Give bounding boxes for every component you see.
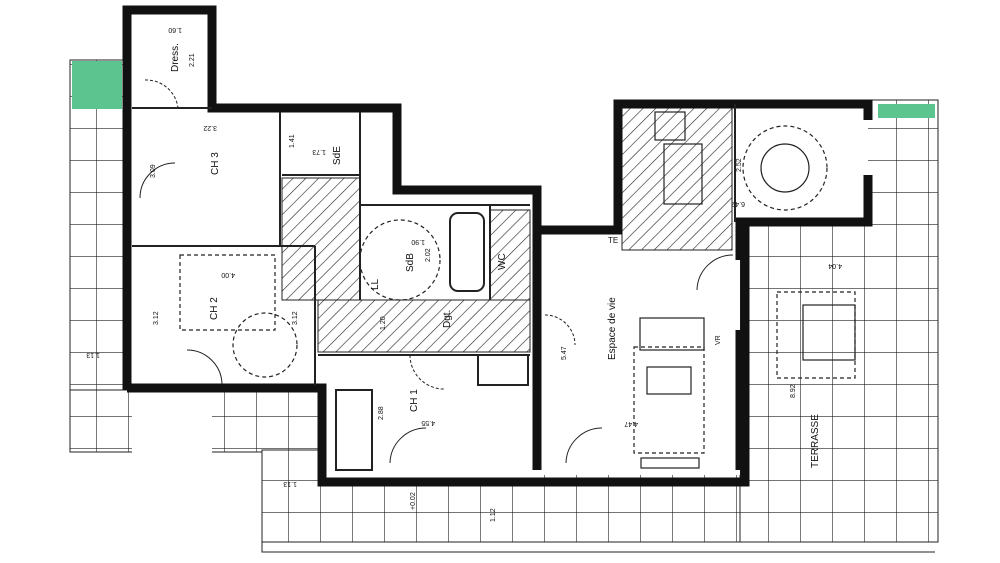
room-label-wc: WC [497, 253, 508, 270]
dim-dining-w: 6.42 [731, 200, 745, 207]
room-label-espace: Espace de vie [607, 297, 618, 360]
dining-table [760, 143, 810, 193]
dim-terrace-bottom: 1.12 [490, 508, 497, 522]
dim-espace-w: 4.47 [624, 420, 638, 427]
terrace-table [802, 304, 856, 361]
dim-ch3-h: 3.09 [150, 164, 157, 178]
dim-terrace-left-a: 1.13 [86, 351, 100, 358]
room-label-dress: Dress. [170, 43, 181, 72]
coffee-table [646, 366, 692, 395]
dim-dress-h: 2.21 [189, 53, 196, 67]
level-mark: +0.02 [410, 492, 417, 510]
room-label-dgt: Dgt. [442, 310, 453, 328]
room-label-ch2: CH 2 [209, 297, 220, 320]
partitions [132, 104, 736, 471]
dim-ch2-h2: 3.12 [292, 311, 299, 325]
walls [122, 5, 873, 487]
dim-sdb-w: 2.02 [425, 248, 432, 262]
cooktop [654, 111, 686, 141]
room-label-ch1: CH 1 [409, 389, 420, 412]
sofa [639, 317, 705, 351]
dim-ch1-h: 2.88 [378, 406, 385, 420]
room-label-ch3: CH 3 [210, 152, 221, 175]
room-label-sde: SdE [332, 146, 343, 165]
dim-sdb-h: 1.90 [411, 238, 425, 245]
dim-dress-w: 1.60 [168, 26, 182, 33]
kitchen-island [663, 143, 703, 205]
vr-mark: VR [715, 335, 722, 345]
dim-ch2-h: 3.12 [153, 311, 160, 325]
dim-terrace-w: 4.04 [828, 262, 842, 269]
room-label-te: TE [608, 236, 618, 245]
dim-dining-h: 2.52 [736, 158, 743, 172]
dim-ch2-w: 4.00 [221, 271, 235, 278]
dim-terrace-left-b: 1.13 [283, 480, 297, 487]
doors [139, 79, 734, 464]
dim-ch3-w: 3.22 [203, 124, 217, 131]
room-label-sdb: SdB [405, 253, 416, 272]
room-label-ll: LL [370, 278, 381, 290]
dim-espace-h: 5.47 [561, 346, 568, 360]
dim-sde-a: 1.41 [289, 134, 296, 148]
room-label-terrasse: TERRASSE [810, 414, 821, 468]
planter-right [878, 104, 935, 118]
planter-left [72, 61, 122, 109]
dim-dgt: 1.20 [380, 316, 387, 330]
hatched-areas [281, 107, 733, 353]
furniture [179, 111, 856, 469]
dim-ch1-w: 4.55 [421, 419, 435, 426]
tv-unit [640, 457, 700, 469]
dim-terrace-h: 8.92 [790, 384, 797, 398]
dim-sde-b: 1.73 [312, 148, 326, 155]
